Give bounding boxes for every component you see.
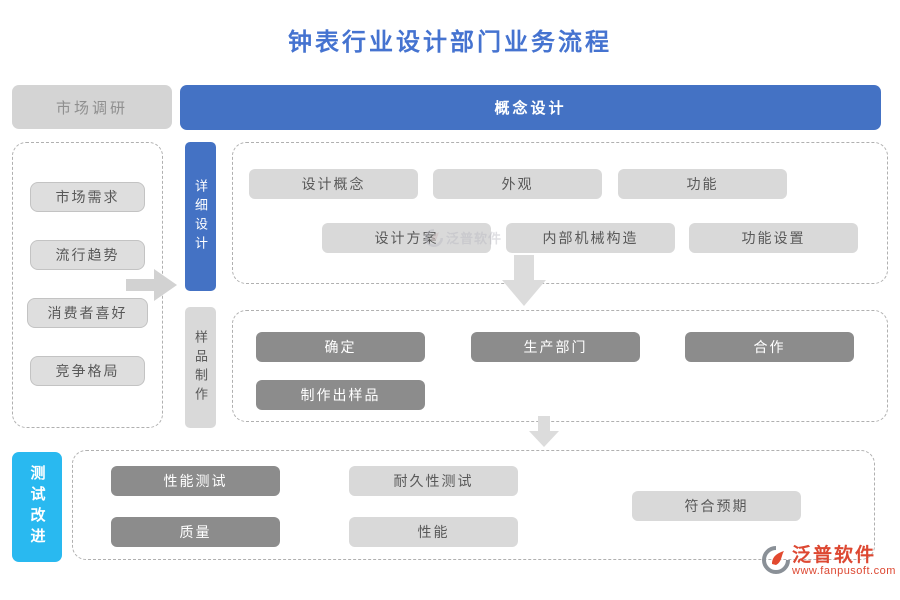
research-item-competition: 竞争格局 — [30, 356, 145, 386]
fanpu-logo: 泛普软件 www.fanpusoft.com — [762, 546, 896, 577]
test-box-quality: 质量 — [111, 517, 280, 547]
design-box-concept: 设计概念 — [249, 169, 418, 199]
market-research-label: 市场调研 — [55, 99, 128, 117]
stage-test-improve: 测试改进 — [12, 452, 62, 562]
research-item-consumer-preference: 消费者喜好 — [27, 298, 148, 328]
logo-mark-icon — [762, 546, 790, 574]
design-box-settings: 功能设置 — [689, 223, 858, 253]
flow-arrow-down-icon — [502, 255, 546, 306]
sample-box-make-sample: 制作出样品 — [256, 380, 425, 410]
flow-arrow-right-icon — [126, 269, 177, 301]
design-box-function: 功能 — [618, 169, 787, 199]
logo-url: www.fanpusoft.com — [792, 564, 896, 577]
research-item-trends: 流行趋势 — [30, 240, 145, 270]
sample-box-cooperation: 合作 — [685, 332, 854, 362]
stage-detailed-design: 详细设计 — [185, 142, 216, 291]
flow-arrow-down-icon — [529, 416, 559, 447]
test-box-performance-test: 性能测试 — [111, 466, 280, 496]
market-research-box: 市场调研 — [12, 85, 172, 129]
stage-sample-making: 样品制作 — [185, 307, 216, 428]
concept-design-header: 概念设计 — [180, 85, 881, 130]
research-item-market-demand: 市场需求 — [30, 182, 145, 212]
logo-name: 泛普软件 — [792, 545, 877, 566]
page-title: 钟表行业设计部门业务流程 — [288, 30, 612, 56]
concept-design-label: 概念设计 — [494, 100, 567, 117]
design-box-mechanism: 内部机械构造 — [506, 223, 675, 253]
sample-box-production-dept: 生产部门 — [471, 332, 640, 362]
test-box-durability-test: 耐久性测试 — [349, 466, 518, 496]
design-box-appearance: 外观 — [433, 169, 602, 199]
test-panel: 性能测试 耐久性测试 符合预期 质量 性能 — [72, 450, 875, 560]
design-panel: 设计概念 外观 功能 设计方案 内部机械构造 功能设置 — [232, 142, 888, 284]
sample-box-confirm: 确定 — [256, 332, 425, 362]
design-box-plan: 设计方案 — [322, 223, 491, 253]
test-box-performance: 性能 — [349, 517, 518, 547]
sample-panel: 确定 生产部门 合作 制作出样品 — [232, 310, 888, 422]
test-box-meets-expectation: 符合预期 — [632, 491, 801, 521]
